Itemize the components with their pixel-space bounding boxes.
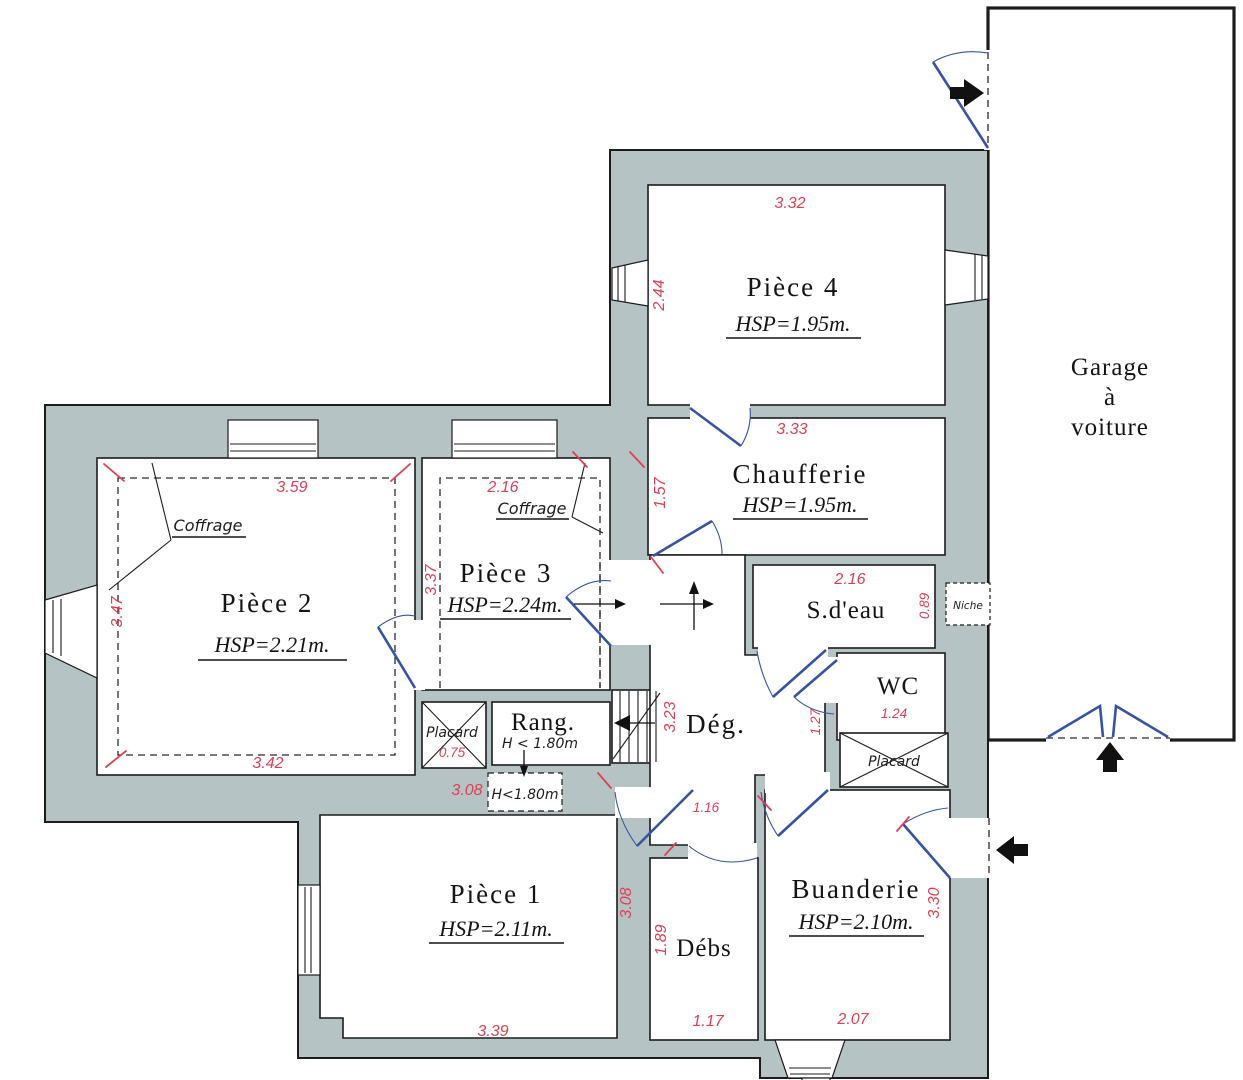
- coffrage-p3-lines: [571, 462, 604, 534]
- dim-p2-bottom: 3.42: [252, 755, 283, 772]
- door-piece3: [565, 596, 612, 647]
- dim-p4-width: 3.32: [774, 195, 805, 212]
- coffrage-p2-lines: [108, 462, 172, 591]
- dim-p4-height: 2.44: [651, 279, 668, 311]
- door-garage-main: [1047, 703, 1169, 739]
- placard2-label: Placard: [868, 754, 920, 770]
- piece2-height-limit-dashed: [117, 477, 396, 756]
- room-label-deg: Dég.: [686, 709, 746, 739]
- room-label-piece4: Pièce 4: [747, 272, 840, 302]
- door-garage-pedestrian: [931, 61, 990, 149]
- niche-box: [945, 582, 991, 626]
- room-label-garage-1: Garage: [1071, 354, 1149, 381]
- hsp-label-piece2: HSP=2.21m.: [213, 632, 329, 657]
- placard1-label: Placard: [426, 725, 478, 741]
- door-buanderie-inner: [777, 789, 829, 837]
- stairs-down-arrow: [614, 715, 630, 731]
- piece3-height-limit-dashed: [439, 477, 601, 688]
- dashed-guides: [108, 52, 1170, 944]
- doors: [376, 51, 1169, 879]
- room-wc-floor: [836, 652, 946, 741]
- room-label-piece1: Pièce 1: [450, 879, 543, 909]
- door-buanderie-exterior: [902, 823, 951, 879]
- dim-wc-width: 1.24: [881, 706, 907, 721]
- dim-chaufferie-width: 3.33: [776, 421, 807, 438]
- room-label-rang: Rang.: [511, 709, 575, 736]
- door-piece2: [376, 626, 417, 689]
- room-piece4-floor: [647, 184, 946, 406]
- dim-corridor-width: 1.16: [693, 800, 720, 815]
- window-piece2-left: [44, 584, 98, 679]
- door-piece1: [636, 789, 694, 847]
- room-label-buanderie: Buanderie: [792, 874, 921, 904]
- windows: [44, 249, 989, 1080]
- entrance-arrow-garage-side: [950, 79, 984, 107]
- entrance-arrow-buanderie: [996, 836, 1028, 864]
- room-label-garage-3: voiture: [1071, 414, 1149, 441]
- room-label-wc: WC: [877, 673, 919, 700]
- dim-p2-left: 3.47: [109, 595, 126, 627]
- dim-sdeau-right: 0.89: [917, 592, 932, 619]
- placard2-cross: [839, 732, 949, 788]
- room-rang-floor: [491, 701, 611, 766]
- dim-p1-right: 3.08: [618, 887, 635, 918]
- garage-structure: [986, 6, 1236, 742]
- dim-p3-left: 3.37: [423, 563, 440, 595]
- coffrage-label-piece2: Coffrage: [174, 516, 243, 535]
- height-limit-box: [487, 772, 563, 812]
- door-debs: [688, 845, 758, 863]
- door-wc: [793, 659, 838, 698]
- room-label-debs: Débs: [676, 935, 731, 962]
- dim-debs-left: 1.89: [653, 924, 670, 955]
- door-chaufferie-exit: [652, 519, 713, 558]
- labels: Pièce 4 HSP=1.95m. Chaufferie HSP=1.95m.…: [109, 195, 1149, 1040]
- height-limit-box-label: H<1.80m: [491, 787, 558, 803]
- dim-buanderie-right: 3.30: [926, 887, 943, 918]
- hsp-label-chaufferie: HSP=1.95m.: [741, 492, 857, 517]
- placard1-cross: [421, 701, 487, 769]
- room-buanderie-floor: [764, 789, 951, 1041]
- window-piece2-top: [227, 419, 319, 459]
- dim-sdeau-width: 2.16: [833, 571, 865, 588]
- dim-rang-bottom: 3.08: [451, 782, 482, 799]
- door-sdeau: [772, 649, 827, 698]
- room-sdeau-floor: [752, 564, 936, 649]
- dim-p3-top: 2.16: [486, 479, 518, 496]
- stairs: [612, 691, 661, 762]
- window-piece4-right: [944, 249, 989, 306]
- dim-chaufferie-height: 1.57: [652, 476, 669, 508]
- window-buanderie-bottom: [774, 1039, 846, 1079]
- room-label-chaufferie: Chaufferie: [733, 459, 868, 489]
- coffrage-label-piece3: Coffrage: [498, 499, 567, 518]
- dim-placard1-width: 0.75: [439, 745, 466, 760]
- window-piece3-top: [451, 419, 558, 459]
- door-chaufferie-top: [689, 406, 742, 448]
- window-piece1-left: [297, 884, 321, 976]
- flow-arrows: [520, 79, 1124, 864]
- room-label-piece2: Pièce 2: [221, 588, 314, 618]
- dim-p2-top: 3.59: [276, 479, 307, 496]
- hsp-label-piece3: HSP=2.24m.: [446, 592, 562, 617]
- dim-wc-left: 1.27: [808, 708, 823, 735]
- room-label-piece3: Pièce 3: [460, 558, 553, 588]
- dim-p1-bottom: 3.39: [477, 1023, 508, 1040]
- room-label-sdeau: S.d'eau: [807, 597, 886, 624]
- room-piece2-floor: [96, 457, 416, 776]
- room-label-garage-2: à: [1104, 384, 1116, 411]
- entrance-arrow-garage-main: [1096, 742, 1124, 772]
- dim-buanderie-bottom: 2.07: [836, 1011, 869, 1028]
- niche-label: Niche: [953, 600, 983, 612]
- hsp-label-buanderie: HSP=2.10m.: [797, 909, 913, 934]
- rang-height-note: H < 1.80m: [502, 736, 578, 752]
- window-piece4-left: [611, 259, 649, 307]
- dim-debs-bottom: 1.17: [692, 1013, 724, 1030]
- dimension-ticks: [103, 451, 910, 856]
- dim-deg-height: 3.23: [662, 701, 679, 732]
- hsp-label-piece4: HSP=1.95m.: [734, 311, 850, 336]
- hsp-label-piece1: HSP=2.11m.: [438, 916, 552, 941]
- room-chaufferie-floor: [647, 417, 946, 556]
- window-buanderie-stub: [801, 1077, 831, 1080]
